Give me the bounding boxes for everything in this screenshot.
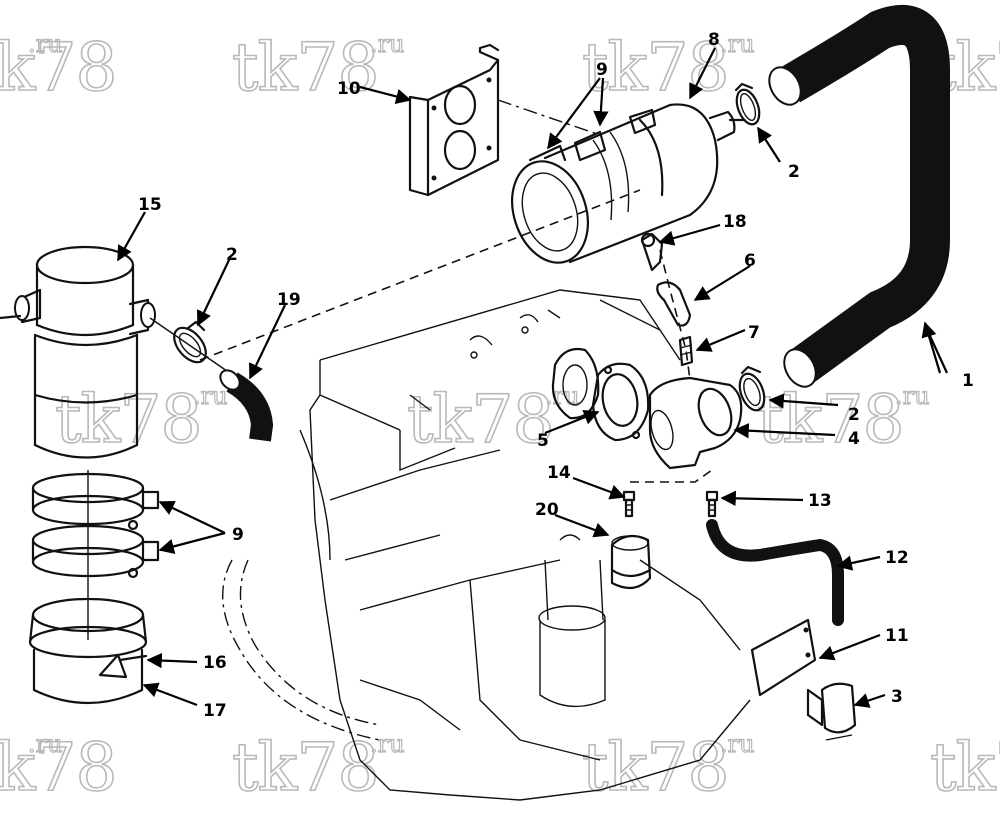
- gasket: [591, 362, 650, 442]
- dust-cup: [28, 597, 148, 704]
- callout-5: 5: [537, 431, 549, 451]
- callout-9-left: 9: [232, 525, 244, 545]
- fitting-7: [678, 335, 694, 367]
- mounting-bracket: [408, 43, 601, 197]
- callout-8: 8: [708, 30, 720, 50]
- vacuum-hose: [706, 519, 844, 626]
- precleaner-body: [0, 245, 156, 459]
- callout-6: 6: [744, 251, 756, 271]
- band-clamps: [31, 472, 160, 579]
- sensor-20: [610, 534, 652, 590]
- callout-19: 19: [277, 290, 301, 310]
- callout-4: 4: [848, 429, 860, 449]
- callout-11: 11: [885, 626, 909, 646]
- fitting-14: [622, 490, 636, 518]
- callout-2-upper: 2: [788, 162, 800, 182]
- connector-line: [630, 469, 713, 483]
- air-cleaner: [511, 103, 746, 264]
- indicator-bracket: [750, 618, 817, 697]
- watermark-suffix: .ru: [895, 382, 930, 410]
- callout-17: 17: [203, 701, 227, 721]
- callout-leaders: [117, 47, 948, 708]
- hose-19: [219, 369, 274, 442]
- callout-13: 13: [808, 491, 832, 511]
- inlet-adapter: [648, 376, 743, 470]
- watermark-suffix: .ru: [28, 30, 63, 58]
- watermark-suffix: .ru: [370, 30, 405, 58]
- callout-7: 7: [748, 323, 760, 343]
- hose-clamp-upper: [734, 82, 761, 126]
- watermark-suffix: .ru: [28, 730, 63, 758]
- oil-filter: [538, 534, 606, 708]
- callout-10: 10: [337, 79, 361, 99]
- elbow-fitting: [640, 232, 664, 272]
- callout-3: 3: [891, 687, 903, 707]
- watermark-suffix: .ru: [545, 382, 580, 410]
- watermark: tk78: [232, 729, 379, 806]
- watermark: tk78: [55, 381, 202, 458]
- watermark: tk78: [0, 29, 117, 106]
- watermark: tk78: [232, 29, 379, 106]
- watermark-suffix: .ru: [193, 382, 228, 410]
- callout-1: 1: [962, 371, 974, 391]
- watermark: tk78: [0, 729, 117, 806]
- watermarks: tk78 .ru tk78 .ru tk78 .ru tk78 tk78 .ru…: [0, 28, 1000, 807]
- watermark: tk78: [930, 729, 1000, 806]
- watermark-suffix: .ru: [720, 30, 755, 58]
- flange: [551, 347, 600, 420]
- callout-18: 18: [723, 212, 747, 232]
- callout-14: 14: [547, 463, 571, 483]
- hose-clamp-left: [173, 320, 207, 364]
- callout-15: 15: [138, 195, 162, 215]
- watermark-suffix: .ru: [370, 730, 405, 758]
- fitting-13: [705, 490, 719, 518]
- watermark-suffix: .ru: [720, 730, 755, 758]
- callout-9-top: 9: [596, 60, 608, 80]
- callout-labels: 1 2 2 2 3 4 5 6 7 8 9 9 10 11 12 13 14 1…: [138, 30, 974, 721]
- watermark: tk78: [582, 729, 729, 806]
- restriction-indicator: [806, 682, 857, 741]
- main-intake-hose: [768, 5, 950, 388]
- small-hose: [656, 281, 692, 327]
- hose-clamp-right: [738, 365, 766, 412]
- callout-20: 20: [535, 500, 559, 520]
- callout-16: 16: [203, 653, 227, 673]
- callout-2-left: 2: [226, 245, 238, 265]
- watermark: tk78: [757, 381, 904, 458]
- callout-12: 12: [885, 548, 909, 568]
- centerline: [659, 249, 691, 381]
- watermark: tk78: [407, 381, 554, 458]
- callout-2-right: 2: [848, 405, 860, 425]
